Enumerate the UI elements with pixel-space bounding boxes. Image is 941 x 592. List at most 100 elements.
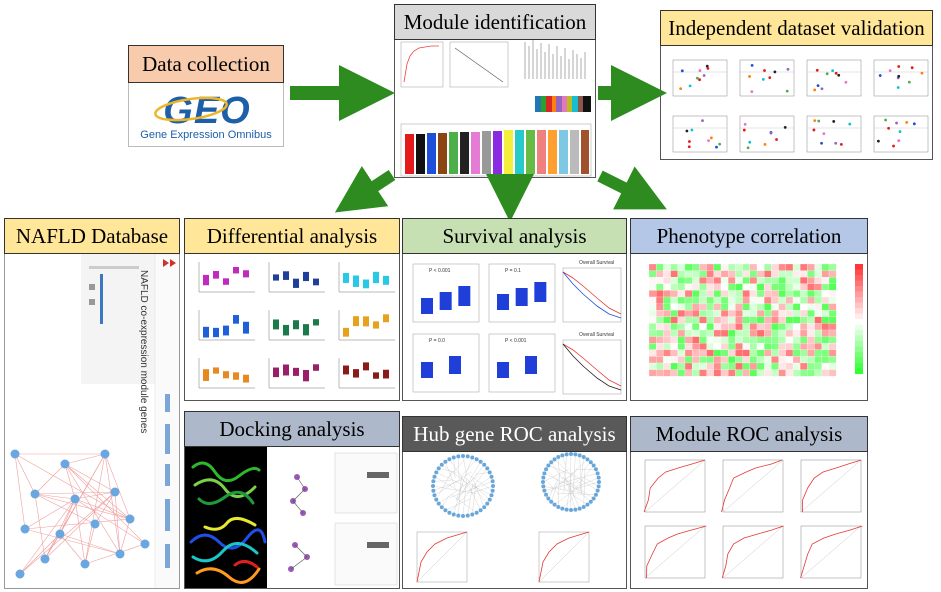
validation-point (897, 65, 901, 68)
network-edge (19, 498, 76, 575)
validation-point (702, 74, 706, 77)
module-roc-curve (800, 525, 863, 579)
heatmap-scale (855, 275, 863, 281)
network-node (470, 512, 475, 517)
geo-logo: GEO (154, 90, 250, 132)
surv-pvalue: P = 0.0 (429, 338, 445, 344)
network-node (456, 513, 461, 518)
network-node (482, 462, 487, 467)
network-node (436, 466, 441, 471)
independent-validation-figure (660, 45, 933, 160)
module-roc-curve (802, 459, 862, 513)
network-node (591, 496, 596, 501)
network-edge (580, 457, 584, 491)
diff-box (363, 316, 369, 327)
network-edge (542, 468, 569, 483)
network-node (443, 508, 448, 513)
network-node (585, 502, 590, 507)
module-identification-figure (394, 33, 596, 178)
diff-box (353, 316, 359, 327)
docking-analysis-title: Docking analysis (184, 411, 400, 447)
heatmap-scale (855, 346, 863, 352)
module-roc-figure (630, 451, 868, 589)
network-node (451, 455, 456, 460)
docking-analysis-figure (184, 446, 400, 589)
validation-point (707, 139, 710, 143)
network-node (140, 539, 150, 549)
network-node (591, 463, 596, 468)
network-edge (14, 453, 36, 495)
roc-diagonal (538, 531, 590, 583)
validation-point (884, 118, 887, 122)
validation-point (742, 128, 746, 132)
diff-box (273, 367, 279, 378)
validation-point (822, 132, 826, 136)
validation-point (688, 140, 691, 143)
network-edge (544, 481, 579, 491)
roc-panel (538, 531, 590, 583)
network-edge (34, 493, 46, 560)
network-edge (558, 457, 561, 490)
network-edge (434, 471, 472, 496)
network-node (569, 508, 573, 512)
network-node (70, 494, 80, 504)
diff-box (283, 271, 289, 280)
surv-panel (412, 333, 480, 393)
diff-box (383, 275, 389, 285)
network-node (541, 475, 546, 480)
network-edge (554, 484, 582, 505)
network-node (544, 467, 549, 472)
network-edge (44, 491, 116, 560)
network-node (549, 460, 554, 465)
diff-box (303, 271, 309, 282)
validation-point (910, 66, 914, 70)
validation-point (748, 140, 752, 144)
geo-logo-panel: GEO Gene Expression Omnibus (128, 82, 284, 147)
network-node (546, 496, 551, 501)
validation-point (837, 73, 841, 77)
network-node (100, 449, 110, 459)
network-node (552, 502, 557, 507)
network-edge (34, 493, 131, 520)
heatmap-scale (855, 330, 863, 336)
km-curve (562, 271, 622, 315)
heatmap-scale (855, 264, 863, 270)
module-roc-diagonal (644, 459, 706, 513)
validation-point (896, 86, 900, 89)
network-node (431, 479, 436, 484)
validation-point (775, 138, 778, 141)
network-edge (74, 498, 86, 565)
heatmap-cell (828, 369, 837, 377)
network-node (60, 459, 70, 469)
network-edge (548, 474, 561, 499)
network-node (597, 480, 601, 484)
network-node (478, 508, 483, 513)
diff-box (213, 327, 219, 338)
network-edge (19, 491, 116, 575)
network-edge (461, 459, 477, 477)
network-node (577, 453, 582, 458)
network-edge (561, 476, 591, 502)
network-node (489, 474, 494, 479)
network-node (552, 457, 557, 462)
network-node (581, 504, 586, 509)
network-edge (583, 467, 586, 507)
validation-point (688, 84, 692, 88)
network-edge (64, 463, 146, 545)
network-edge (64, 463, 116, 493)
network-node (482, 505, 487, 510)
km-title-top: Overall Survival (579, 260, 614, 266)
network-edge (441, 495, 450, 508)
heatmap-scale (855, 286, 863, 292)
network-node (110, 487, 120, 497)
surv-pvalue: P < 0.001 (429, 268, 451, 274)
network-node (487, 470, 492, 475)
network-edge (579, 477, 599, 487)
diff-box (353, 369, 359, 378)
module-roc-diagonal (800, 459, 862, 513)
network-node (541, 484, 546, 489)
network-edge (573, 454, 576, 496)
validation-point (685, 129, 689, 133)
network-edge (74, 491, 116, 500)
module-roc-panel (644, 459, 706, 513)
